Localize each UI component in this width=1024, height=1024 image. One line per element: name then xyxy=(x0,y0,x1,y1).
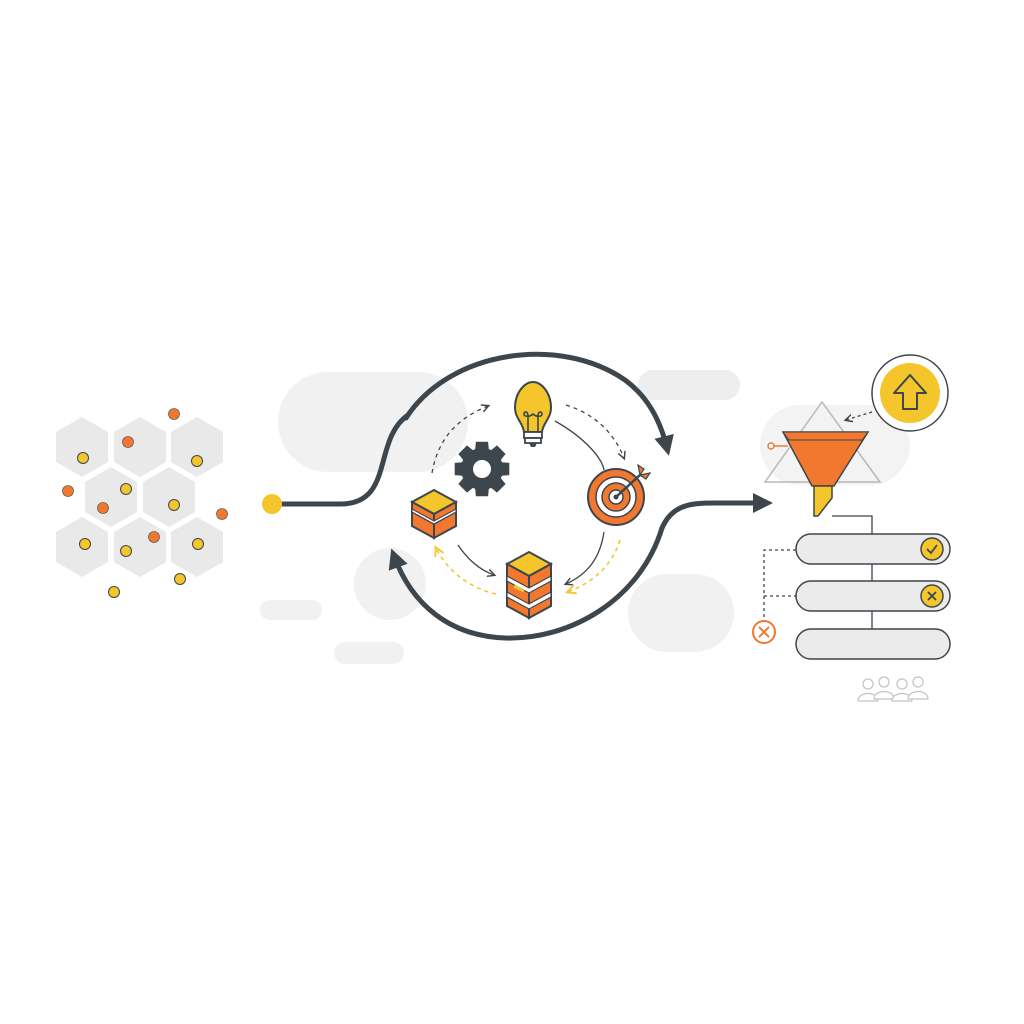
cycle-bottom-arrow xyxy=(388,525,665,641)
funnel-group xyxy=(763,354,949,517)
input-connector xyxy=(262,412,411,514)
target-arrow-icon xyxy=(587,463,652,526)
data-point-dot xyxy=(168,408,180,420)
hexagon-cell xyxy=(56,417,108,477)
data-point-dot xyxy=(120,483,132,495)
data-point-dot xyxy=(192,538,204,550)
result-row xyxy=(795,628,951,660)
person-icon xyxy=(873,676,895,700)
main-cycle-arrows xyxy=(388,351,773,641)
data-point-dot xyxy=(216,508,228,520)
hexagon-cell xyxy=(171,417,223,477)
result-rows xyxy=(795,533,951,660)
person-icon xyxy=(907,676,929,700)
hexagon-cell xyxy=(143,467,195,527)
up-arrow-circle-icon xyxy=(871,354,949,432)
hexagon-cell xyxy=(114,417,166,477)
small-box-icon xyxy=(409,488,459,540)
data-point-dot xyxy=(174,573,186,585)
output-connector xyxy=(659,493,773,531)
data-point-dot xyxy=(122,436,134,448)
data-point-dot xyxy=(120,545,132,557)
data-point-dot xyxy=(77,452,89,464)
data-point-dot xyxy=(97,502,109,514)
result-row xyxy=(795,533,951,565)
funnel-icon xyxy=(781,431,870,517)
hexagon-cell xyxy=(85,467,137,527)
x-circle-icon xyxy=(752,620,776,644)
gear-icon xyxy=(454,441,510,497)
input-start-dot xyxy=(262,494,282,514)
cycle-top-arrow xyxy=(403,351,674,456)
people-group-icon xyxy=(857,676,929,702)
data-point-dot xyxy=(168,499,180,511)
x-circle-icon xyxy=(920,584,944,608)
person-icon xyxy=(891,678,913,702)
check-circle-icon xyxy=(920,537,944,561)
lightbulb-icon xyxy=(513,380,553,447)
stacked-box-icon xyxy=(504,550,554,620)
inner-cycle-arrows xyxy=(431,405,624,595)
person-icon xyxy=(857,678,879,702)
data-point-dot xyxy=(191,455,203,467)
data-point-dot xyxy=(108,586,120,598)
hexagon-data-cluster-icon xyxy=(56,408,228,598)
data-point-dot xyxy=(79,538,91,550)
input-flow-line xyxy=(269,412,411,507)
data-point-dot xyxy=(62,485,74,497)
result-row xyxy=(795,580,951,612)
data-point-dot xyxy=(148,531,160,543)
result-tree-lines xyxy=(763,515,873,630)
